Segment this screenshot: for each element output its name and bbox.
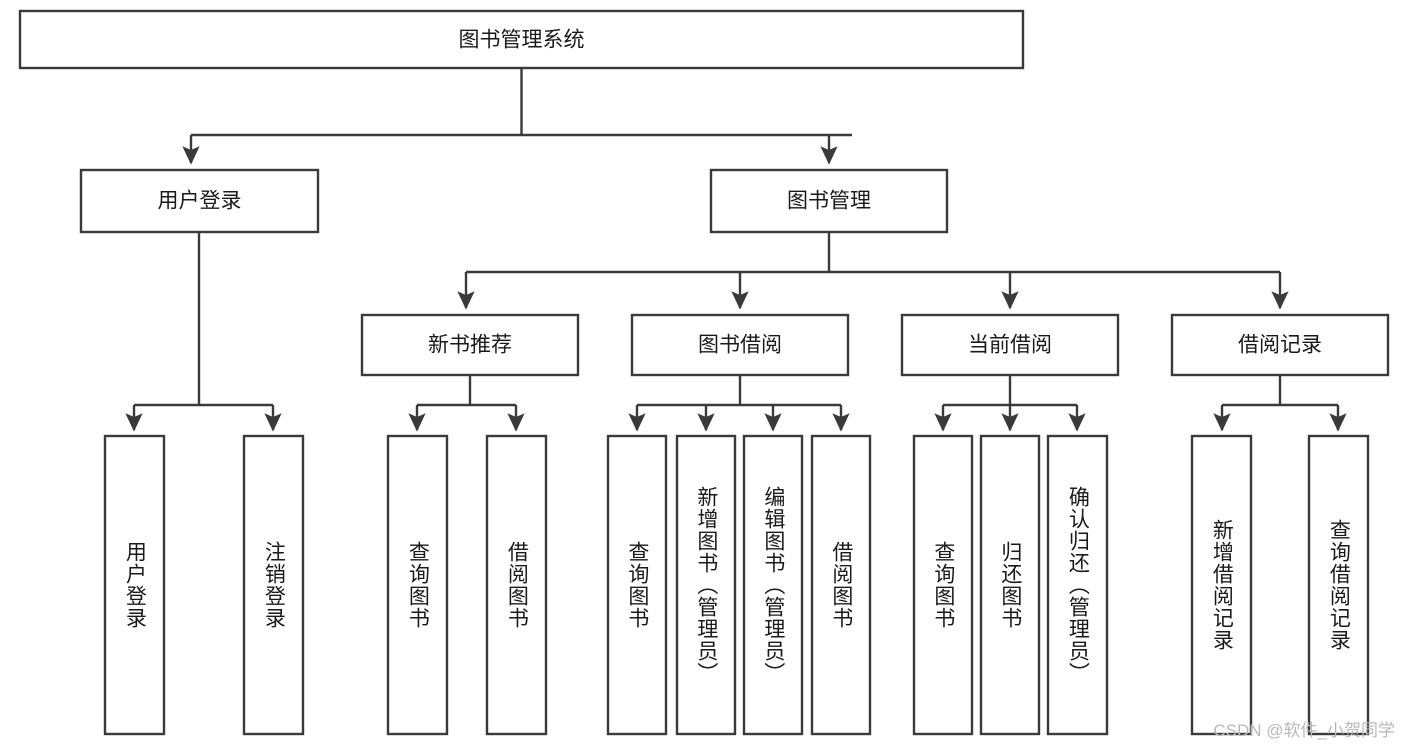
node-borrow-record[interactable]: 借阅记录 (1170, 313, 1390, 377)
connector-userlogin-to-leaves (125, 232, 282, 432)
leaf-box-user-login[interactable] (103, 434, 166, 736)
connector-bookmanage-to-level3 (457, 232, 1289, 310)
leaf-box-return-book[interactable] (979, 434, 1041, 736)
node-current-borrow[interactable]: 当前借阅 (900, 313, 1120, 377)
connector-borrowrecord-to-leaves (1213, 375, 1347, 432)
leaf-box-query-book-1[interactable] (386, 434, 449, 736)
connector-root-to-level2 (182, 68, 852, 165)
node-root[interactable]: 图书管理系统 (18, 9, 1025, 70)
leaf-box-user-logout[interactable] (242, 434, 305, 736)
node-root-label: 图书管理系统 (459, 29, 585, 52)
leaf-box-add-book[interactable] (675, 434, 737, 736)
leaf-boxes-borrow-record (1190, 434, 1370, 736)
node-book-borrow[interactable]: 图书借阅 (630, 313, 850, 377)
node-book-borrow-label: 图书借阅 (698, 334, 782, 357)
node-book-manage-label: 图书管理 (787, 190, 871, 213)
node-borrow-record-label: 借阅记录 (1238, 334, 1322, 357)
node-user-login[interactable]: 用户登录 (79, 168, 320, 234)
leaf-box-add-record[interactable] (1190, 434, 1253, 736)
leaf-box-query-book-3[interactable] (912, 434, 974, 736)
node-current-borrow-label: 当前借阅 (968, 334, 1052, 357)
leaf-box-edit-book[interactable] (742, 434, 804, 736)
csdn-watermark: CSDN @软件_小贺同学 (1213, 721, 1395, 740)
connector-bookborrow-to-leaves (628, 375, 850, 432)
node-new-book-rec-label: 新书推荐 (428, 334, 512, 357)
node-new-book-rec[interactable]: 新书推荐 (360, 313, 580, 377)
leaf-box-query-record[interactable] (1307, 434, 1370, 736)
connector-currentborrow-to-leaves (934, 375, 1086, 432)
leaf-box-confirm-return[interactable] (1046, 434, 1109, 736)
connector-newbook-to-leaves (408, 375, 525, 432)
node-book-manage[interactable]: 图书管理 (709, 168, 949, 234)
leaf-box-borrow-book-1[interactable] (485, 434, 548, 736)
leaf-boxes-user-login (103, 434, 305, 736)
leaf-box-borrow-book-2[interactable] (810, 434, 872, 736)
leaf-box-query-book-2[interactable] (606, 434, 668, 736)
node-user-login-label: 用户登录 (158, 190, 242, 213)
leaf-boxes-new-book-rec (386, 434, 548, 736)
leaf-boxes-book-borrow (606, 434, 872, 736)
leaf-boxes-current-borrow (912, 434, 1109, 736)
